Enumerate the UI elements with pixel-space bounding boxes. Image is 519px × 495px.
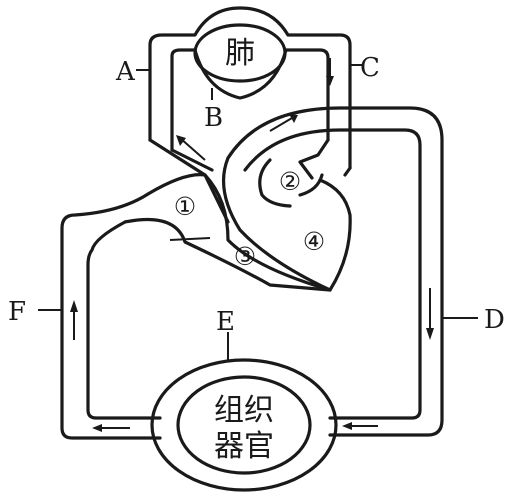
chamber-2-label: ② bbox=[279, 167, 301, 196]
arrow-down-c-icon bbox=[326, 76, 334, 86]
chamber-4-label: ④ bbox=[303, 227, 325, 256]
lung bbox=[193, 23, 287, 83]
label-e: E bbox=[216, 307, 235, 337]
arrow-down-d-icon bbox=[426, 328, 434, 340]
heart-septum bbox=[221, 156, 332, 292]
lung-inner-wall bbox=[170, 48, 330, 152]
tissue-label-line1: 组织 bbox=[214, 393, 274, 428]
arrow-up-f-icon bbox=[70, 300, 78, 312]
aorta-outer bbox=[226, 106, 444, 437]
lung-outer-wall bbox=[148, 6, 352, 170]
pulmonary-vein-wall bbox=[298, 138, 330, 180]
arrow-aorta-icon bbox=[289, 114, 298, 123]
arrow-left-br-icon bbox=[342, 422, 352, 430]
arrow-pa-icon bbox=[176, 135, 186, 146]
label-b: B bbox=[204, 103, 223, 133]
label-d: D bbox=[484, 305, 505, 335]
arrow-pa-line bbox=[179, 137, 206, 161]
vena-cava-inner bbox=[86, 220, 162, 420]
lung-label: 肺 bbox=[225, 36, 255, 71]
vena-cava-outer bbox=[60, 192, 162, 440]
aorta-inner bbox=[243, 128, 422, 420]
left-atrium bbox=[258, 158, 292, 208]
pulmonary-artery-wall-inner bbox=[170, 148, 214, 172]
heart-lower-left bbox=[123, 217, 332, 292]
valve-4 bbox=[298, 173, 324, 197]
valve-1-3 bbox=[169, 237, 211, 241]
tissue-organ-outer bbox=[150, 358, 338, 492]
tissue-organ-inner bbox=[176, 375, 312, 475]
arrow-left-bl-icon bbox=[92, 424, 102, 432]
label-f: F bbox=[8, 297, 26, 327]
label-a: A bbox=[115, 57, 136, 87]
label-c: C bbox=[360, 53, 380, 83]
chamber-1-label: ① bbox=[174, 192, 196, 221]
arrow-aorta-line bbox=[269, 117, 293, 132]
tissue-label-line2: 器官 bbox=[214, 429, 274, 464]
heart-outline bbox=[146, 173, 352, 292]
chamber-3-label: ③ bbox=[234, 242, 256, 271]
pulmonary-vein-wall-2 bbox=[343, 166, 352, 177]
